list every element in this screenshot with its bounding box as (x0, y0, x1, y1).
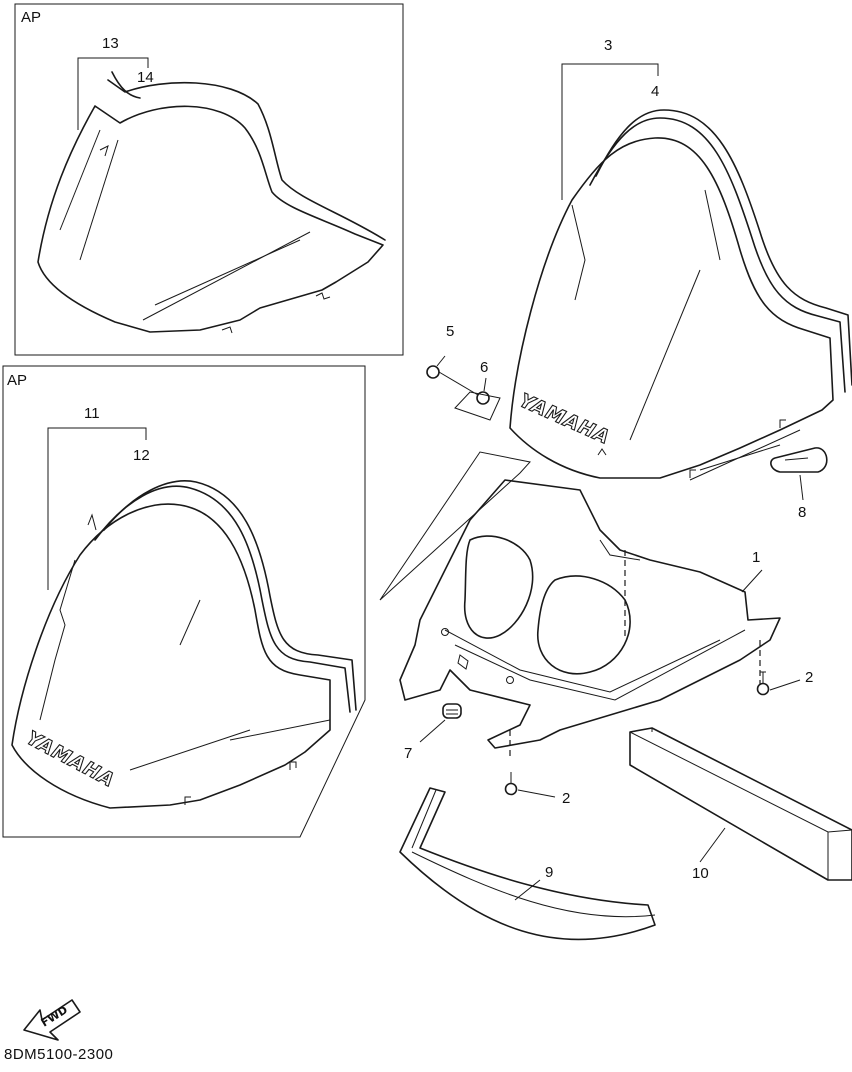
grommet-part: 7 (404, 703, 462, 762)
callout-2-right: 2 (805, 669, 813, 686)
callout-3: 3 (604, 37, 612, 54)
callout-9: 9 (545, 864, 553, 881)
callout-5: 5 (446, 323, 454, 340)
ap-label-left: AP (7, 372, 27, 389)
yamaha-logo-main: YAMAHA (516, 389, 613, 449)
bolt-lower: 2 (504, 772, 570, 807)
seal-strip-part: 9 (399, 787, 656, 941)
callout-4: 4 (651, 83, 659, 100)
callout-12: 12 (133, 447, 150, 464)
clip-part: 8 (770, 447, 828, 521)
callout-13: 13 (102, 35, 119, 52)
foam-block-part: 10 (629, 727, 852, 882)
callout-2-lower: 2 (562, 790, 570, 807)
callout-7: 7 (404, 745, 412, 762)
bolt-right: 2 (756, 669, 813, 696)
ap-box-left: AP YAMAHA 11 12 (2, 365, 366, 838)
callout-8: 8 (798, 504, 806, 521)
diagram-code: 8DM5100-2300 (4, 1046, 114, 1063)
assembly-guide-lines (379, 451, 531, 601)
callout-6: 6 (480, 359, 488, 376)
cowling-cover: 1 (399, 479, 781, 749)
callout-1: 1 (752, 549, 760, 566)
callout-10: 10 (692, 865, 709, 882)
screw-and-nut: 5 6 (426, 323, 501, 421)
callout-14: 14 (137, 69, 154, 86)
windshield-main: YAMAHA 3 4 (509, 37, 852, 481)
ap-box-top: AP 13 14 (14, 3, 404, 356)
ap-label-top: AP (21, 9, 41, 26)
callout-11: 11 (84, 405, 100, 422)
fwd-arrow-icon: FWD (23, 999, 81, 1041)
yamaha-logo-left: YAMAHA (23, 727, 119, 792)
